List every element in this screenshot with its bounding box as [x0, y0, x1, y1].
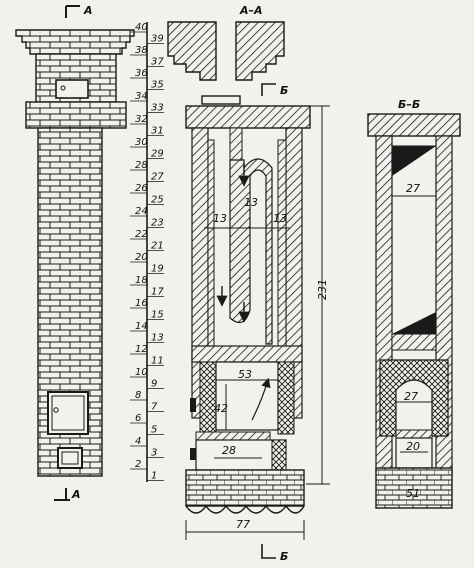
row-number-right: 31 [151, 126, 164, 137]
damper-door [55, 79, 89, 99]
bb-upper-damper [392, 146, 436, 176]
ash-door [57, 447, 83, 469]
dim-firebox-height: 42 [214, 402, 228, 415]
row-number-left: 26 [135, 183, 148, 194]
aa-damper [201, 95, 241, 105]
dim-bb-ash: 20 [406, 440, 420, 453]
bb-lower-damper [392, 312, 436, 334]
section-a-bottom-label: А [71, 488, 81, 501]
row-number-right: 29 [151, 149, 164, 160]
row-number-left: 2 [135, 459, 141, 470]
section-bb: Б–Б 27 27 20 51 [367, 98, 461, 509]
row-number-right: 7 [151, 402, 158, 413]
row-number-left: 20 [135, 252, 148, 263]
dim-ash-pit: 28 [222, 444, 236, 457]
section-aa: А–А Б 13 13 13 [167, 4, 330, 563]
row-number-right: 9 [151, 379, 157, 390]
dim-firebox-width: 53 [238, 368, 252, 381]
row-number-right: 3 [151, 448, 157, 459]
aa-grate [195, 431, 271, 441]
dim-channel-left: 13 [213, 212, 227, 225]
dim-bb-inner-mid: 27 [404, 390, 418, 403]
row-number-left: 14 [135, 321, 148, 332]
row-number-right: 5 [151, 425, 157, 436]
section-aa-title: А–А [239, 4, 263, 17]
row-number-left: 30 [135, 137, 148, 148]
row-number-right: 1 [151, 471, 157, 482]
dim-bb-base: 51 [406, 487, 420, 500]
row-number-right: 39 [151, 34, 164, 45]
section-a-top-label: А [83, 4, 93, 17]
row-number-left: 10 [135, 367, 148, 378]
front-cornice [15, 29, 135, 55]
row-number-right: 17 [151, 287, 164, 298]
bb-firebox-arch [379, 359, 449, 437]
bb-cornice [367, 113, 461, 137]
row-number-left: 12 [135, 344, 148, 355]
aa-base [185, 469, 305, 507]
row-number-right: 25 [151, 195, 164, 206]
dim-bb-inner-top: 27 [406, 182, 420, 195]
row-number-right: 11 [151, 356, 164, 367]
row-number-right: 37 [151, 57, 164, 68]
row-number-right: 23 [151, 218, 164, 229]
dim-base-width: 77 [236, 518, 250, 531]
dim-channel-mid: 13 [244, 196, 258, 209]
row-number-left: 4 [135, 436, 141, 447]
row-number-right: 35 [151, 80, 164, 91]
section-bb-title: Б–Б [398, 98, 420, 111]
front-mid-cornice [25, 101, 127, 129]
aa-arrow-b-label: Б [280, 84, 288, 97]
front-view: А А [15, 4, 135, 501]
aa-cornice [185, 105, 311, 129]
row-number-right: 15 [151, 310, 164, 321]
bb-base [375, 467, 453, 509]
row-number-left: 32 [135, 114, 148, 125]
row-number-left: 38 [135, 45, 148, 56]
row-scale: 4038363432302826242220181614121086423937… [130, 22, 164, 482]
aa-chimney-right [235, 21, 285, 81]
aa-firebox-roof [191, 345, 303, 363]
bb-ash-pit [395, 437, 433, 469]
row-number-left: 24 [135, 206, 148, 217]
dim-channel-right: 13 [273, 212, 287, 225]
row-number-left: 18 [135, 275, 148, 286]
aa-chimney-left [167, 21, 217, 81]
row-number-left: 22 [135, 229, 148, 240]
row-number-left: 40 [135, 22, 148, 33]
row-number-right: 27 [151, 172, 164, 183]
row-number-left: 28 [135, 160, 148, 171]
row-number-right: 33 [151, 103, 164, 114]
aa-flue-partition [229, 158, 273, 345]
row-number-right: 21 [151, 241, 164, 252]
fire-door [47, 391, 89, 435]
row-number-left: 6 [135, 413, 141, 424]
row-number-right: 19 [151, 264, 164, 275]
row-number-left: 16 [135, 298, 148, 309]
row-number-right: 13 [151, 333, 164, 344]
row-number-left: 8 [135, 390, 141, 401]
aa-arrow-b-bottom-label: Б [280, 550, 288, 563]
row-number-left: 34 [135, 91, 148, 102]
dim-total-height: 231 [316, 279, 329, 300]
row-number-left: 36 [135, 68, 148, 79]
